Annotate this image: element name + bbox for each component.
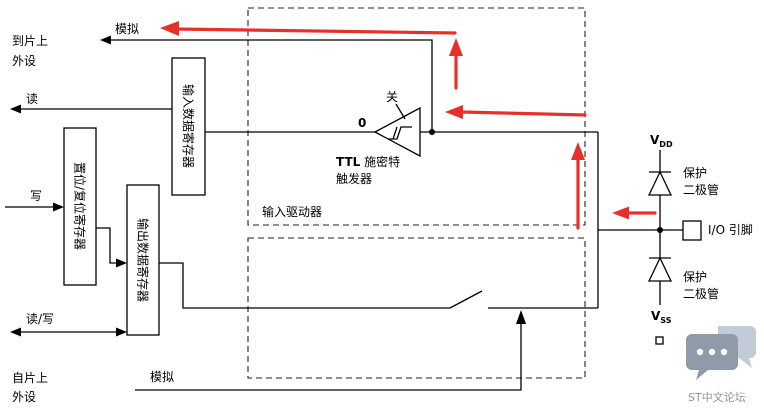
highlight-arrow-analog-left-head-icon (160, 21, 179, 36)
read-arrowhead-icon (10, 104, 21, 114)
write-label: 写 (30, 189, 43, 203)
schmitt-name-line2: 触发器 (336, 172, 373, 186)
io-pin-box (682, 220, 702, 241)
upper-diode-label-line1: 保护 (683, 166, 708, 180)
output-switch-icon (449, 290, 483, 309)
read-write-left-arrowhead-icon (10, 327, 21, 337)
lower-diode-label-line2: 二极管 (683, 287, 720, 301)
lower-protection-diode-icon (647, 256, 673, 282)
watermark-chat-bubble-icon (686, 326, 756, 380)
input-driver-label: 输入驱动器 (262, 205, 323, 219)
vss-subscript: SS (660, 316, 672, 325)
to-peripheral-label-line1: 到片上 (12, 34, 49, 48)
read-write-right-arrowhead-icon (116, 327, 127, 337)
schmitt-input-level-label: 0 (358, 116, 367, 130)
analog-junction-dot (429, 129, 435, 135)
analog-out-label: 模拟 (115, 22, 140, 36)
set-reset-to-output-wire (96, 227, 118, 264)
analog-in-arrowhead-icon (516, 310, 526, 324)
upper-diode-label-line2: 二极管 (683, 183, 720, 197)
set-reset-arrowhead-icon (116, 258, 127, 268)
analog-out-arrowhead-icon (100, 35, 111, 45)
output-data-wire (159, 262, 450, 309)
highlight-arrow-bus-up-head-icon (571, 142, 585, 160)
schmitt-name-line1: TTL 施密特 (336, 155, 400, 169)
schmitt-enable-wire (395, 103, 406, 120)
input-data-register-label: 输入数据寄存器 (181, 84, 195, 169)
bit-set-reset-register-label: 置位/复位寄存器 (72, 162, 87, 251)
schmitt-name-text: 施密特 (364, 155, 401, 169)
hysteresis-icon (388, 126, 412, 140)
vdd-subscript: DD (659, 140, 673, 149)
highlight-arrow-schmitt-left (459, 110, 587, 117)
output-data-register-box (126, 184, 160, 336)
highlight-arrow-analog-left (174, 27, 457, 35)
output-data-register-label: 输出数据寄存器 (135, 217, 150, 302)
input-data-register-box (171, 57, 206, 196)
vss-main: V (651, 309, 661, 323)
highlight-arrow-pin-left-head-icon (612, 206, 629, 220)
bit-set-reset-register-box (63, 127, 97, 286)
schmitt-name-prefix: TTL (336, 155, 361, 169)
analog-in-label: 模拟 (150, 370, 175, 384)
highlight-arrow-schmitt-left-head-icon (445, 105, 463, 119)
from-peripheral-label-line2: 外设 (12, 390, 37, 404)
vss-label: VSS (651, 309, 671, 328)
schmitt-off-label: 关 (386, 90, 399, 104)
upper-protection-diode-icon (647, 170, 673, 196)
vdd-main: V (650, 133, 660, 147)
io-pin-label: I/O 引脚 (708, 223, 753, 237)
analog-in-wire (135, 323, 522, 391)
small-square-marker (655, 336, 664, 345)
from-peripheral-label-line1: 自片上 (12, 371, 49, 385)
highlight-arrow-analog-up-head-icon (449, 38, 463, 56)
lower-diode-label-line1: 保护 (683, 270, 708, 284)
to-peripheral-label-line2: 外设 (12, 54, 37, 68)
watermark-text: ST中文论坛 (688, 391, 746, 404)
write-arrowhead-icon (53, 202, 64, 212)
schmitt-trigger-icon (373, 106, 421, 158)
read-write-label: 读/写 (26, 312, 55, 326)
pin-junction-dot (657, 227, 663, 233)
vdd-label: VDD (650, 133, 673, 152)
analog-out-wire (110, 39, 433, 132)
read-label: 读 (26, 92, 39, 106)
